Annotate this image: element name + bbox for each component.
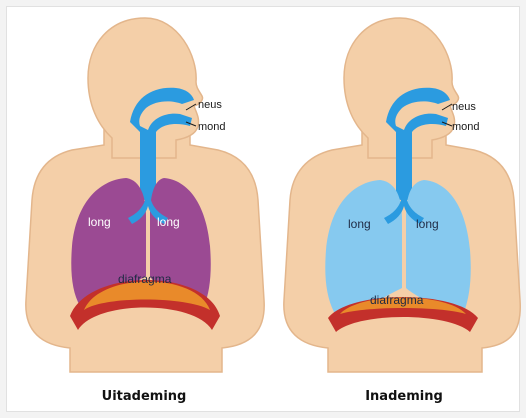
label-nose-exhale: neus [198, 99, 222, 111]
label-mouth-exhale: mond [198, 121, 226, 133]
label-diaphragm-exhale: diafragma [118, 272, 172, 286]
label-nose-inhale: neus [452, 101, 476, 113]
label-mouth-inhale: mond [452, 121, 480, 133]
label-diaphragm-inhale: diafragma [370, 293, 424, 307]
caption-inhale: Inademing [365, 389, 443, 404]
panel-exhale: neus mond long long diafragma Uitademing [26, 18, 264, 404]
label-lung-right-inhale: long [416, 217, 439, 231]
panel-inhale: neus mond long long diafragma Inademing [284, 18, 520, 404]
caption-exhale: Uitademing [102, 389, 187, 404]
label-lung-left-inhale: long [348, 217, 371, 231]
trachea-inhale [396, 130, 412, 200]
label-lung-left-exhale: long [88, 215, 111, 229]
label-lung-right-exhale: long [157, 215, 180, 229]
